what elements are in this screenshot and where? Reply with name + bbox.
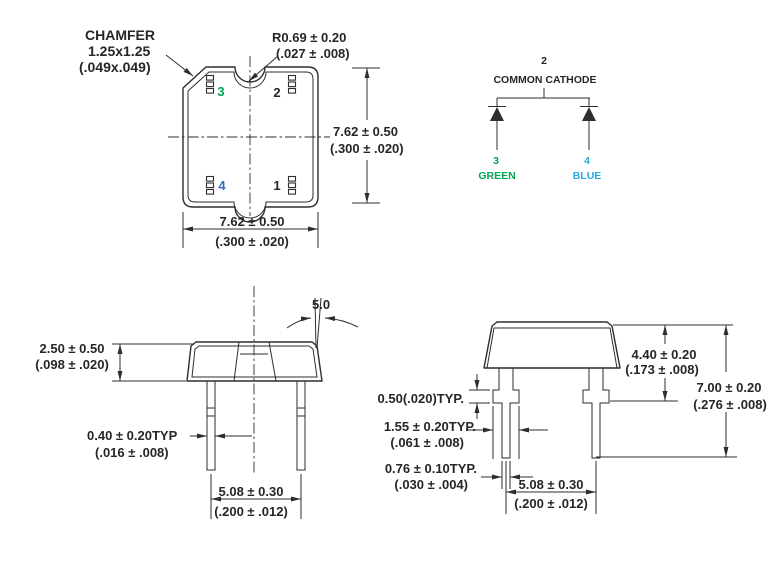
- radius-leader-line: [248, 55, 279, 82]
- front-lead-pitch-dimension: 5.08 ± 0.30 (.200 ± .012): [505, 461, 597, 514]
- front-body-height-label-1: 4.40 ± 0.20: [632, 347, 697, 362]
- total-height-label-2: (.276 ± .008): [693, 397, 767, 412]
- total-height-dimension: 7.00 ± 0.20 (.276 ± .008): [596, 325, 767, 458]
- led-symbol-blue: [580, 106, 598, 150]
- front-body-height-label-2: (.173 ± .008): [625, 362, 699, 377]
- side-body-height-dimension: 2.50 ± 0.50 (.098 ± .020): [35, 341, 194, 382]
- lead-tip-dimension: 0.76 ± 0.10TYP. (.030 ± .004): [385, 461, 533, 492]
- pad-marks: [205, 74, 297, 195]
- lead-tip-label-2: (.030 ± .004): [394, 477, 468, 492]
- draft-angle-callout: 5.0: [286, 297, 359, 349]
- side-body-inner: [191, 345, 318, 378]
- side-lead-left: [206, 380, 216, 471]
- front-pitch-label-2: (.200 ± .012): [514, 496, 588, 511]
- chamfer-label-2: 1.25x1.25: [88, 43, 150, 59]
- schematic: 2 COMMON CATHODE 3 GREEN 4 BLUE: [478, 55, 601, 182]
- schematic-title: COMMON CATHODE: [493, 74, 596, 86]
- pin-4-number: 4: [218, 178, 226, 193]
- chamfer-leader-line: [165, 54, 194, 77]
- side-pitch-label-1: 5.08 ± 0.30: [219, 484, 284, 499]
- pin-2-number: 2: [273, 85, 280, 100]
- width-dim-label-1: 7.62 ± 0.50: [220, 214, 285, 229]
- schematic-green-label: GREEN: [478, 170, 515, 182]
- width-dim-label-2: (.300 ± .020): [215, 234, 289, 249]
- height-dim-label-1: 7.62 ± 0.50: [333, 124, 398, 139]
- front-view: 0.50(.020)TYP. 1.55 ± 0.20TYP. (.061 ± .…: [378, 321, 767, 514]
- side-pitch-label-2: (.200 ± .012): [214, 504, 288, 519]
- standoff-label: 0.50(.020)TYP.: [378, 391, 464, 406]
- side-lead-right: [296, 380, 306, 471]
- pin-1-number: 1: [273, 178, 280, 193]
- side-lead-pitch-dimension: 5.08 ± 0.30 (.200 ± .012): [210, 474, 302, 519]
- height-dim-label-2: (.300 ± .020): [330, 141, 404, 156]
- front-lead-left: [492, 368, 520, 459]
- lens-panel-left: [233, 341, 240, 382]
- chamfer-label-1: CHAMFER: [85, 27, 155, 43]
- radius-callout: R0.69 ± 0.20 (.027 ± .008): [248, 30, 350, 82]
- lens-panel-right: [268, 341, 277, 382]
- top-view-height-dimension: 7.62 ± 0.50 (.300 ± .020): [330, 67, 404, 204]
- chamfer-callout: CHAMFER 1.25x1.25 (.049x.049): [79, 27, 194, 77]
- total-height-label-1: 7.00 ± 0.20: [697, 380, 762, 395]
- side-body-height-label-2: (.098 ± .020): [35, 357, 109, 372]
- front-pitch-label-1: 5.08 ± 0.30: [519, 477, 584, 492]
- schematic-blue-label: BLUE: [573, 170, 602, 182]
- radius-label-2: (.027 ± .008): [276, 46, 350, 61]
- lead-thickness-label-2: (.016 ± .008): [95, 445, 169, 460]
- schematic-pin2-number: 2: [541, 55, 547, 67]
- front-body-outer: [483, 321, 621, 369]
- pin-3-number: 3: [217, 84, 224, 99]
- radius-label-1: R0.69 ± 0.20: [272, 30, 346, 45]
- side-body-outer: [186, 341, 323, 382]
- side-view: 5.0 2.50 ± 0.50 (.098 ± .020) 0.40 ± 0.2…: [35, 286, 359, 519]
- package-outline-inner: [187, 71, 314, 219]
- draft-angle-label: 5.0: [312, 297, 330, 312]
- front-body-inner: [486, 327, 618, 369]
- chamfer-label-3: (.049x.049): [79, 59, 151, 75]
- top-view: 3 2 4 1 CHAMFER 1.25x1.25 (.049x.049) R0…: [79, 27, 404, 249]
- standoff-dimension: 0.50(.020)TYP.: [378, 374, 490, 419]
- schematic-pin4-number: 4: [584, 155, 590, 167]
- schematic-pin3-number: 3: [493, 155, 499, 167]
- top-view-width-dimension: 7.62 ± 0.50 (.300 ± .020): [182, 212, 319, 249]
- led-symbol-green: [488, 106, 506, 150]
- front-lead-right: [582, 368, 610, 459]
- lead-tip-label-1: 0.76 ± 0.10TYP.: [385, 461, 477, 476]
- lead-width-label-2: (.061 ± .008): [390, 435, 464, 450]
- lead-width-dimension: 1.55 ± 0.20TYP. (.061 ± .008): [384, 406, 548, 459]
- lead-thickness-dimension: 0.40 ± 0.20TYP (.016 ± .008): [87, 428, 252, 460]
- lead-width-label-1: 1.55 ± 0.20TYP.: [384, 419, 476, 434]
- package-outline-outer: [182, 66, 319, 223]
- front-body-height-dimension: 4.40 ± 0.20 (.173 ± .008): [610, 324, 733, 402]
- lead-thickness-label-1: 0.40 ± 0.20TYP: [87, 428, 178, 443]
- side-body-height-label-1: 2.50 ± 0.50: [40, 341, 105, 356]
